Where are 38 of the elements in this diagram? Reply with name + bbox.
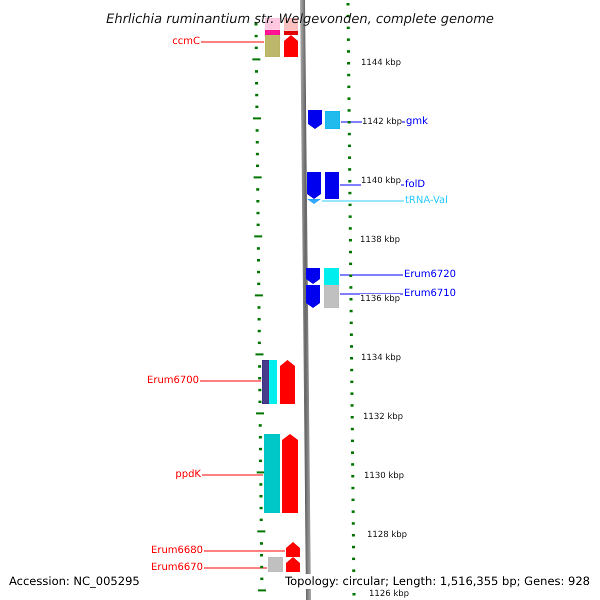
gene-block <box>324 285 339 308</box>
gene-label: Erum6710 <box>404 288 456 300</box>
leader-line <box>340 274 403 276</box>
gene-label: Erum6680 <box>151 545 203 557</box>
scale-label: 1140 kbp <box>361 176 402 186</box>
leader-line <box>204 567 267 569</box>
gene-label: gmk <box>406 116 428 128</box>
scale-label: 1132 kbp <box>363 412 404 422</box>
leader-line <box>200 380 261 382</box>
gene-block <box>324 268 339 285</box>
scale-label: 1136 kbp <box>360 294 400 304</box>
gene-label: Erum6670 <box>151 562 203 574</box>
leader-line <box>202 474 263 476</box>
gene-label: folD <box>405 179 426 191</box>
gene-block <box>268 557 283 572</box>
footer-text: Accession: NC_005295 <box>7 574 142 589</box>
gene-block <box>264 434 280 513</box>
scale-label: 1126 kbp <box>369 589 410 599</box>
gene-block <box>265 35 280 57</box>
leader-line <box>201 41 264 43</box>
scale-label: 1138 kbp <box>360 235 400 245</box>
scale-label: 1144 kbp <box>361 58 402 68</box>
gene-label: ppdK <box>175 469 201 481</box>
leader-line <box>204 550 285 552</box>
scale-label: 1128 kbp <box>367 530 408 540</box>
gene-label: Erum6720 <box>404 269 456 281</box>
gene-block <box>325 172 339 199</box>
gene-label: tRNA-Val <box>405 195 448 207</box>
scale-label: 1130 kbp <box>364 471 404 481</box>
gene-label: ccmC <box>172 36 200 48</box>
scale-label: 1142 kbp <box>362 117 402 127</box>
leader-line <box>340 293 403 295</box>
gene-block <box>262 360 269 404</box>
footer-text: Topology: circular; Length: 1,516,355 bp; Genes: 928 <box>283 574 592 589</box>
leader-line <box>322 200 404 202</box>
scale-label: 1134 kbp <box>361 353 402 363</box>
gene-block <box>325 111 340 129</box>
gene-label: Erum6700 <box>147 375 199 387</box>
